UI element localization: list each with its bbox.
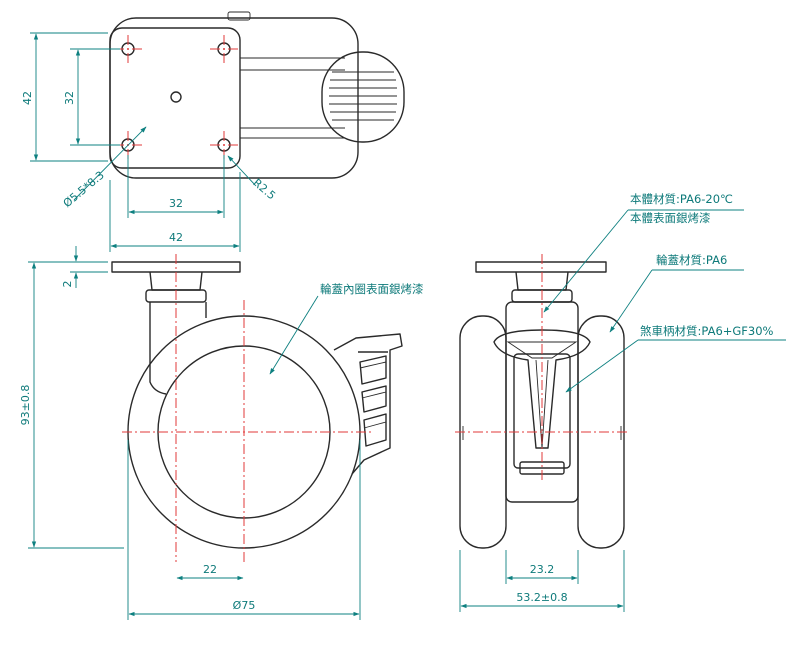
note-inner-ring-finish: 輪蓋內圈表面銀烤漆	[320, 282, 424, 296]
dim-top-width: 42	[169, 231, 183, 244]
note-cover-material: 輪蓋材質:PA6	[656, 253, 727, 267]
front-view-dimensions	[459, 209, 786, 612]
dimension-labels: 42 32 32 42 Ø5.5*8.3 R2.5 2 93±0.8 22 Ø7…	[19, 91, 568, 612]
side-view	[111, 254, 403, 562]
dim-wheel-diameter: Ø75	[233, 599, 256, 612]
note-brake-material: 煞車柄材質:PA6+GF30%	[640, 324, 774, 338]
dim-overall-height: 93±0.8	[19, 385, 32, 426]
note-body-finish: 本體表面銀烤漆	[630, 211, 711, 225]
dim-wheel-gap: 23.2	[530, 563, 555, 576]
material-notes: 本體材質:PA6-20℃ 本體表面銀烤漆 輪蓋材質:PA6 煞車柄材質:PA6+…	[320, 192, 774, 338]
brake-pedal-top	[321, 51, 405, 143]
dim-hole-pitch-vertical: 32	[63, 91, 76, 105]
front-view	[455, 254, 628, 549]
top-view-dimensions	[30, 32, 257, 252]
brake-lever-side	[333, 333, 403, 475]
note-body-material: 本體材質:PA6-20℃	[630, 192, 733, 206]
dim-hole-pitch-horizontal: 32	[169, 197, 183, 210]
dim-overall-width: 53.2±0.8	[516, 591, 567, 604]
dim-corner-radius: R2.5	[250, 176, 278, 202]
side-view-dimensions	[28, 246, 361, 620]
dim-top-height: 42	[21, 91, 34, 105]
dim-plate-thickness: 2	[61, 281, 74, 288]
dim-hole-diameter: Ø5.5*8.3	[61, 169, 107, 211]
dim-offset: 22	[203, 563, 217, 576]
top-view	[109, 11, 405, 179]
